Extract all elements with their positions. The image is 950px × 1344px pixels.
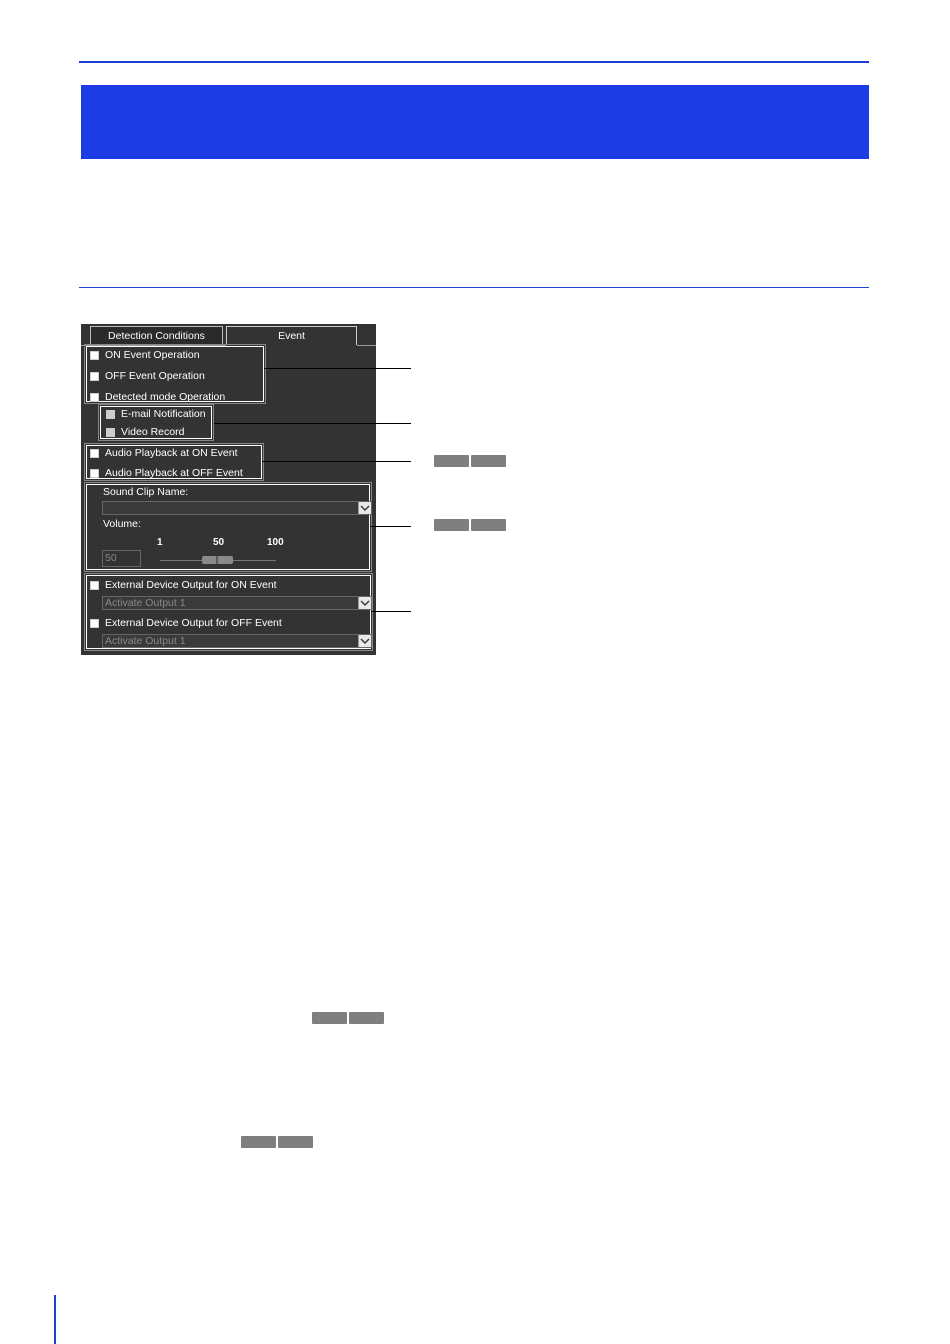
model-badge xyxy=(312,1012,347,1024)
audio-off-event-label: Audio Playback at OFF Event xyxy=(105,467,243,479)
model-badge-group xyxy=(434,519,506,531)
model-badge xyxy=(349,1012,384,1024)
external-off-event-checkbox[interactable] xyxy=(90,618,99,628)
model-badge-group xyxy=(434,455,506,467)
external-off-event-row[interactable]: External Device Output for OFF Event xyxy=(90,616,282,630)
external-off-output-select[interactable]: Activate Output 1 xyxy=(102,634,372,648)
section-banner xyxy=(81,85,869,159)
model-badge xyxy=(471,519,506,531)
chevron-down-icon[interactable] xyxy=(358,597,371,609)
video-record-label: Video Record xyxy=(121,426,185,438)
model-badge-group xyxy=(312,1012,384,1024)
external-on-event-row[interactable]: External Device Output for ON Event xyxy=(90,578,277,592)
tab-event[interactable]: Event xyxy=(226,326,357,345)
model-badge xyxy=(434,519,469,531)
model-badge xyxy=(434,455,469,467)
audio-on-event-checkbox[interactable] xyxy=(90,448,99,458)
detected-mode-operation-label: Detected mode Operation xyxy=(105,391,226,403)
email-notification-label: E-mail Notification xyxy=(121,408,206,420)
header-rule xyxy=(79,61,869,63)
sound-clip-select[interactable] xyxy=(102,501,372,515)
chevron-down-icon[interactable] xyxy=(358,635,371,647)
model-badge-group xyxy=(241,1136,313,1148)
callout-leader-1 xyxy=(264,368,411,369)
email-notification-row[interactable]: E-mail Notification xyxy=(106,407,206,421)
off-event-operation-label: OFF Event Operation xyxy=(105,370,205,382)
model-badge xyxy=(471,455,506,467)
operation-group xyxy=(84,344,266,404)
external-off-event-label: External Device Output for OFF Event xyxy=(105,617,282,629)
model-badge xyxy=(241,1136,276,1148)
external-output-group xyxy=(84,573,373,651)
on-event-operation-label: ON Event Operation xyxy=(105,349,200,361)
section-divider xyxy=(79,287,869,288)
detected-mode-operation-row[interactable]: Detected mode Operation xyxy=(90,390,225,404)
callout-leader-4 xyxy=(370,526,411,527)
audio-off-event-row[interactable]: Audio Playback at OFF Event xyxy=(90,466,243,480)
event-settings-panel: Detection Conditions Event ON Event Oper… xyxy=(81,324,376,655)
volume-slider-handle[interactable] xyxy=(201,556,233,564)
detected-mode-operation-checkbox[interactable] xyxy=(90,392,99,402)
audio-off-event-checkbox[interactable] xyxy=(90,468,99,478)
volume-input[interactable]: 50 xyxy=(102,550,141,567)
off-event-operation-row[interactable]: OFF Event Operation xyxy=(90,369,205,383)
sound-clip-group xyxy=(84,482,372,572)
callout-leader-3 xyxy=(262,461,411,462)
audio-on-event-label: Audio Playback at ON Event xyxy=(105,447,238,459)
external-on-event-label: External Device Output for ON Event xyxy=(105,579,277,591)
tab-baseline-gap xyxy=(226,345,357,346)
audio-playback-group xyxy=(84,443,264,481)
callout-leader-5 xyxy=(371,611,411,612)
on-event-operation-checkbox[interactable] xyxy=(90,350,99,360)
external-off-output-value: Activate Output 1 xyxy=(105,635,186,647)
on-event-operation-row[interactable]: ON Event Operation xyxy=(90,348,200,362)
external-on-event-checkbox[interactable] xyxy=(90,580,99,590)
page-edge-rule xyxy=(54,1295,56,1344)
volume-label: Volume: xyxy=(103,518,141,530)
email-notification-checkbox[interactable] xyxy=(106,409,115,419)
chevron-down-icon[interactable] xyxy=(358,502,371,514)
video-record-checkbox[interactable] xyxy=(106,427,115,437)
sound-clip-name-label: Sound Clip Name: xyxy=(103,486,189,498)
callout-leader-2 xyxy=(214,423,411,424)
volume-scale-mid: 50 xyxy=(213,537,225,548)
tab-detection-conditions[interactable]: Detection Conditions xyxy=(90,326,223,345)
notification-group xyxy=(98,404,214,441)
volume-scale-max: 100 xyxy=(267,537,284,548)
audio-on-event-row[interactable]: Audio Playback at ON Event xyxy=(90,446,238,460)
external-on-output-select[interactable]: Activate Output 1 xyxy=(102,596,372,610)
model-badge xyxy=(278,1136,313,1148)
off-event-operation-checkbox[interactable] xyxy=(90,371,99,381)
external-on-output-value: Activate Output 1 xyxy=(105,597,186,609)
video-record-row[interactable]: Video Record xyxy=(106,425,184,439)
volume-scale-min: 1 xyxy=(157,537,163,548)
